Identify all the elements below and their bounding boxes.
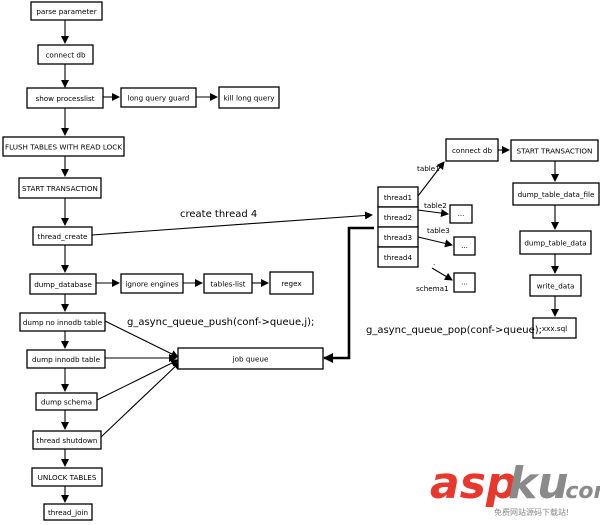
watermark-tagline: 免费网站源码下载站! (494, 507, 569, 517)
node-kill-long-query: kill long query (218, 86, 280, 109)
node-dump-table-data: dump_table_data (519, 230, 592, 255)
node-tables-list: tables-list (203, 273, 253, 294)
node-dump-schema: dump schema (35, 392, 98, 411)
node-label: thread shutdown (37, 436, 98, 445)
node-regex: regex (269, 271, 314, 295)
node-ellipsis-table3: ... (453, 236, 476, 256)
node-label: connect db (45, 51, 85, 60)
node-job-queue: job queue (177, 347, 324, 370)
node-thread1: thread1 (377, 186, 419, 208)
node-long-query-guard: long query guard (120, 87, 197, 108)
watermark-tld: .com (557, 479, 600, 504)
node-connect-db-left: connect db (37, 44, 94, 65)
watermark-ku: ku (508, 458, 569, 509)
edge-label-dot: . (433, 258, 435, 267)
node-ellipsis-table2: ... (449, 204, 473, 224)
node-thread-join: thread_join (43, 503, 93, 521)
node-label: long query guard (128, 94, 190, 103)
node-thread2: thread2 (377, 206, 419, 228)
node-label: thread3 (384, 233, 412, 242)
node-label: kill long query (224, 94, 276, 103)
node-dump-database: dump_database (29, 273, 97, 295)
node-label: dump_table_data (524, 239, 586, 248)
node-parse-parameter: parse parameter (30, 1, 103, 21)
edge-label-table2: table2 (424, 201, 447, 210)
watermark-asp: asp (430, 458, 517, 509)
queue-pop-label: g_async_queue_pop(conf->queue); (366, 325, 542, 336)
node-xxx-sql: xxx.sql (532, 317, 577, 339)
node-flush-tables: FLUSH TABLES WITH READ LOCK (2, 136, 125, 157)
node-label: parse parameter (36, 7, 96, 16)
node-label: thread_join (48, 508, 88, 517)
node-start-transaction-right: START TRANSACTION (510, 139, 599, 162)
node-label: xxx.sql (542, 324, 567, 333)
node-label: job queue (232, 355, 269, 364)
node-label: thread_create (38, 232, 89, 241)
node-dump-no-innodb-table: dump no innodb table (19, 312, 106, 332)
node-label: connect db (452, 146, 492, 155)
node-label: FLUSH TABLES WITH READ LOCK (5, 143, 122, 152)
edge-label-table1: table1 (417, 164, 440, 173)
node-dump-innodb-table: dump innodb table (26, 349, 106, 369)
node-label: thread1 (384, 193, 412, 202)
node-dump-table-data-file: dump_table_data_file (512, 182, 600, 206)
node-connect-db-right: connect db (445, 138, 499, 162)
node-label: ignore engines (125, 280, 179, 289)
node-label: START TRANSACTION (517, 147, 593, 156)
node-write-data: write_data (529, 274, 582, 297)
edge-label-schema1: schema1 (416, 284, 449, 293)
watermark-logo: asp ku .com 免费网站源码下载站! (430, 458, 600, 517)
queue-push-label: g_async_queue_push(conf->queue,j); (127, 317, 314, 328)
node-label: thread4 (384, 253, 413, 262)
node-label: dump no innodb table (23, 318, 103, 327)
node-unlock-tables: UNLOCK TABLES (31, 467, 103, 487)
node-label: ... (461, 241, 468, 250)
node-label: show processlist (35, 94, 94, 103)
node-ignore-engines: ignore engines (120, 273, 184, 294)
node-label: UNLOCK TABLES (38, 473, 97, 482)
node-label: tables-list (210, 280, 245, 289)
thread-stack: thread1 thread2 thread3 thread4 (377, 186, 419, 268)
node-label: write_data (537, 282, 575, 291)
node-label: regex (281, 279, 302, 288)
node-label: dump_database (34, 280, 92, 289)
node-start-transaction-left: START TRANSACTION (18, 177, 102, 199)
node-label: ... (461, 278, 468, 287)
node-thread-create: thread_create (32, 226, 93, 246)
node-label: ... (458, 209, 465, 218)
node-label: thread2 (384, 213, 412, 222)
connectors (61, 20, 559, 503)
node-label: dump innodb table (32, 355, 101, 364)
node-thread3: thread3 (377, 226, 419, 248)
node-label: dump_table_data_file (518, 190, 595, 199)
node-ellipsis-schema1: ... (453, 272, 476, 293)
node-show-processlist: show processlist (26, 87, 104, 109)
edge-label-table3: table3 (427, 226, 450, 235)
node-label: START TRANSACTION (22, 184, 98, 193)
node-thread-shutdown: thread shutdown (32, 430, 102, 450)
node-label: dump schema (41, 398, 92, 407)
create-thread-label: create thread 4 (180, 209, 257, 220)
node-thread4: thread4 (377, 246, 419, 268)
